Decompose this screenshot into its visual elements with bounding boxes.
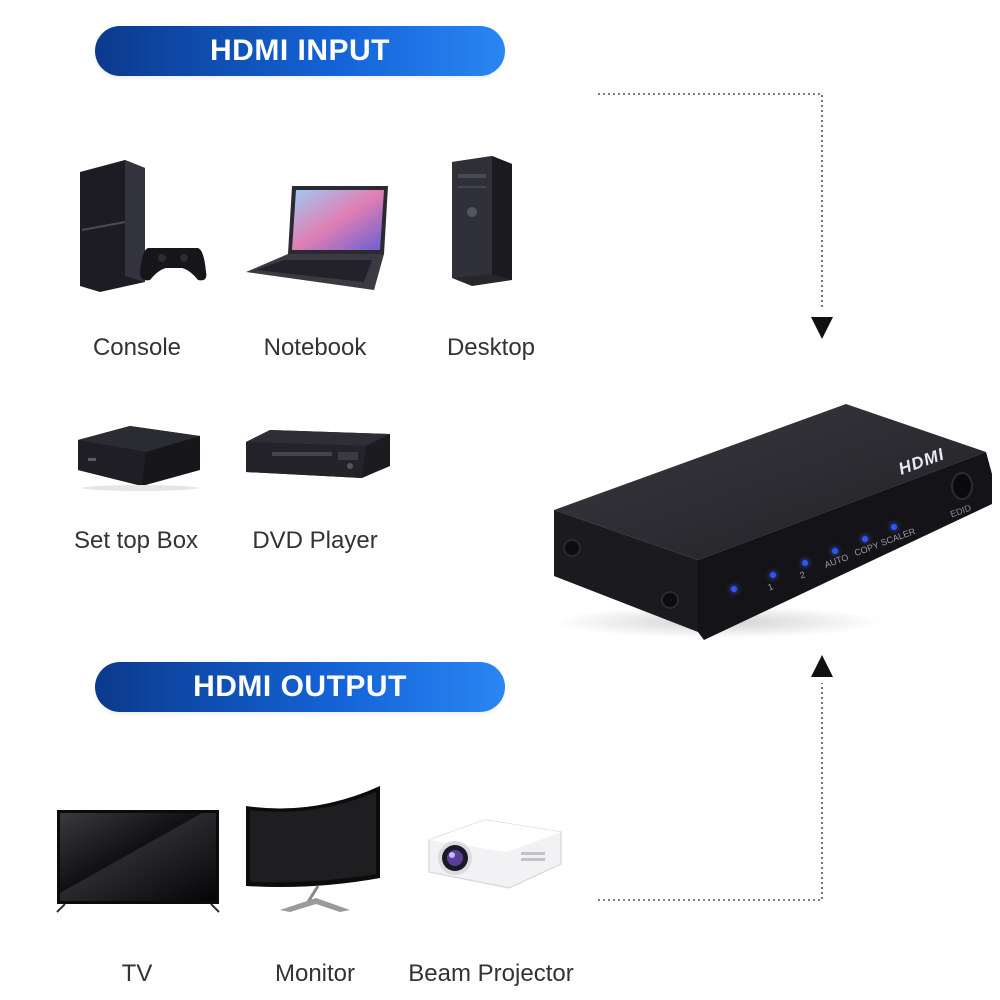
dvd-player-label: DVD Player bbox=[252, 527, 378, 554]
notebook-label: Notebook bbox=[263, 334, 367, 361]
hdmi-splitter-device: HDMI EDID 1 2 AUTO COPY SCALER bbox=[548, 400, 996, 655]
game-console-icon bbox=[80, 160, 207, 292]
notebook-icon bbox=[246, 186, 388, 290]
tv-icon bbox=[56, 810, 220, 913]
arrow-down-icon bbox=[811, 317, 833, 339]
set-top-box-icon bbox=[78, 426, 200, 491]
led-2-indicator bbox=[802, 560, 808, 566]
projector-label: Beam Projector bbox=[408, 960, 574, 987]
hdmi-output-header: HDMI OUTPUT bbox=[95, 662, 505, 712]
projector-icon bbox=[428, 819, 562, 889]
console-label: Console bbox=[92, 334, 182, 361]
desktop-label: Desktop bbox=[446, 334, 536, 361]
tv-device bbox=[55, 808, 221, 914]
notebook-device bbox=[244, 182, 394, 294]
arrow-up-icon bbox=[811, 655, 833, 677]
signal-flow-arrows bbox=[598, 93, 833, 901]
led-1-indicator bbox=[770, 572, 776, 578]
desktop-tower-icon bbox=[452, 156, 512, 286]
output-flow-line bbox=[598, 683, 823, 901]
console-device bbox=[70, 160, 210, 295]
input-flow-line bbox=[598, 93, 823, 310]
hdmi-splitter-icon bbox=[553, 404, 992, 640]
led-auto-indicator bbox=[832, 548, 838, 554]
desktop-device bbox=[446, 156, 518, 286]
projector-device bbox=[425, 816, 565, 894]
monitor-icon bbox=[246, 786, 380, 912]
set-top-box-label: Set top Box bbox=[73, 527, 199, 554]
dvd-player-icon bbox=[246, 430, 390, 478]
set-top-box-device bbox=[72, 426, 204, 492]
hdmi-input-title: HDMI INPUT bbox=[210, 34, 390, 67]
led-power-indicator bbox=[731, 586, 737, 592]
hdmi-output-title: HDMI OUTPUT bbox=[193, 670, 407, 703]
tv-label: TV bbox=[121, 960, 153, 987]
monitor-device bbox=[244, 786, 382, 914]
led-copy-indicator bbox=[862, 536, 868, 542]
hdmi-input-header: HDMI INPUT bbox=[95, 26, 505, 76]
dvd-player-device bbox=[242, 430, 392, 480]
led-scaler-indicator bbox=[891, 524, 897, 530]
monitor-label: Monitor bbox=[274, 960, 356, 987]
